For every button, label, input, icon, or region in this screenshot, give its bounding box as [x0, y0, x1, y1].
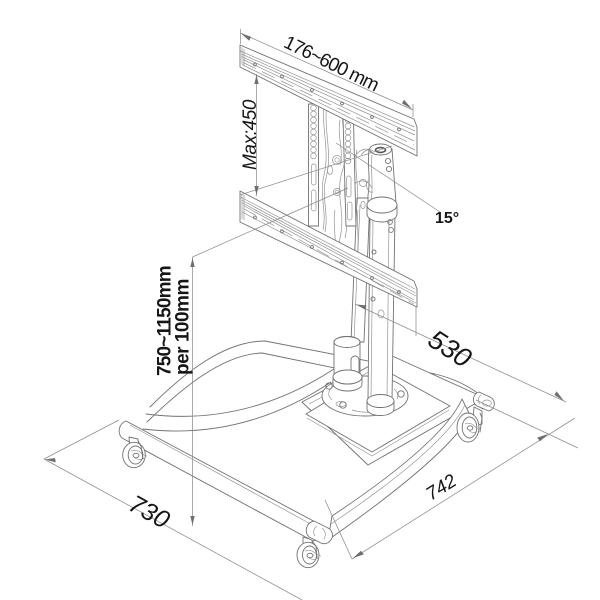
svg-text:750~1150mm: 750~1150mm — [155, 266, 176, 376]
svg-text:Max:450: Max:450 — [240, 99, 261, 170]
svg-text:15°: 15° — [435, 210, 459, 227]
svg-text:per 100mm: per 100mm — [173, 279, 194, 375]
